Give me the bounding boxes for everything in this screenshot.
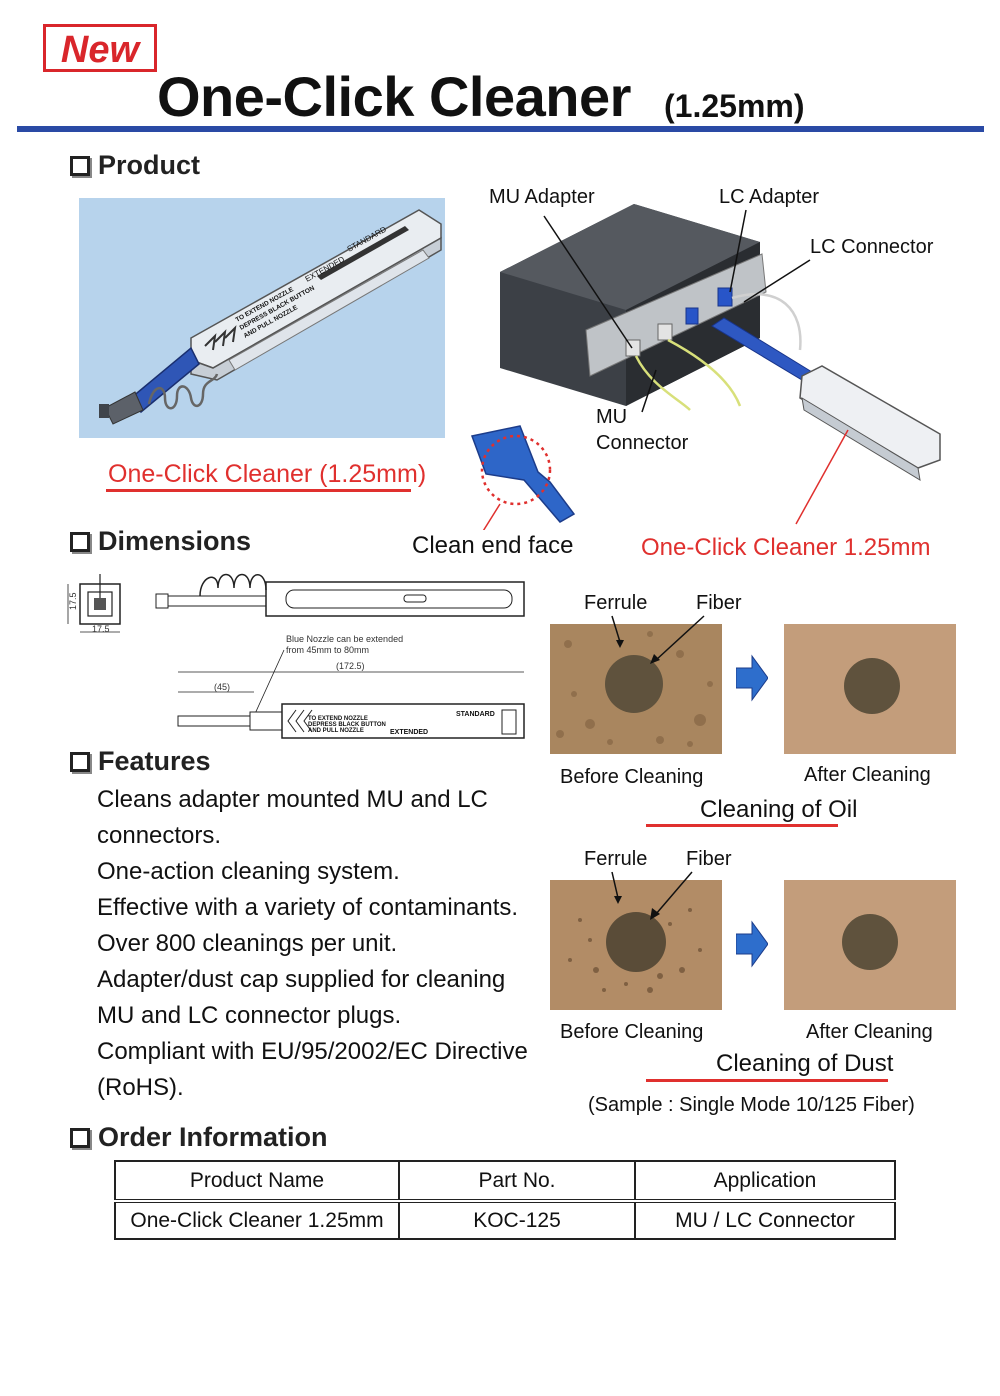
dimension-drawing: 17.5 17.5 Blue Nozzle can be extended fr… [67,573,525,739]
product-caption: One-Click Cleaner (1.25mm) [108,460,427,488]
oil-label-after: After Cleaning [804,764,931,786]
label-lc-adapter: LC Adapter [719,186,820,208]
label-mu-connector-line2: Connector [596,432,689,454]
dim-width-label: 17.5 [92,624,110,634]
section-heading-order-text: Order Information [98,1122,328,1152]
column-header-application: Application [634,1161,895,1203]
oil-leader-lines [611,615,705,664]
dim-height-label: 17.5 [68,592,78,610]
oil-label-fiber: Fiber [696,592,742,614]
oil-after-photo [784,624,956,754]
label-lc-connector: LC Connector [810,236,934,258]
section-heading-product-text: Product [98,150,201,180]
section-heading-dimensions: Dimensions [70,526,251,557]
dust-arrow-icon [735,920,769,973]
oil-before-photo [550,624,722,754]
dust-after-photo [784,880,956,1010]
table-row: One-Click Cleaner 1.25mm KOC-125 MU / LC… [115,1201,895,1239]
label-cleaner-callout: One-Click Cleaner 1.25mm [641,534,931,561]
dim-note-line1: Blue Nozzle can be extended [286,634,403,644]
page-title-size: (1.25mm) [664,88,805,124]
dust-leader-lines [611,871,693,920]
label-mu-adapter: MU Adapter [489,186,595,208]
product-caption-underline [106,489,411,492]
dust-label-ferrule: Ferrule [584,848,648,870]
order-table: Product Name Part No. Application One-Cl… [114,1160,896,1240]
section-heading-product: Product [70,150,200,181]
checkbox-bullet-icon [70,1127,90,1148]
oil-label-ferrule: Ferrule [584,592,648,614]
oil-title-underline [646,824,838,827]
dim-note-line2: from 45mm to 80mm [286,645,369,655]
feature-line: One-action cleaning system. [97,858,400,885]
dust-label-after: After Cleaning [806,1021,933,1043]
section-heading-dimensions-text: Dimensions [98,526,252,556]
feature-line: (RoHS). [97,1074,184,1101]
column-header-product-name: Product Name [115,1161,399,1203]
cell-product-name: One-Click Cleaner 1.25mm [130,1208,384,1232]
feature-line: Compliant with EU/95/2002/EC Directive [97,1038,528,1065]
checkbox-bullet-icon [70,751,90,772]
table-header-row: Product Name Part No. Application [115,1161,895,1203]
dim-marking-line3: AND PULL NOZZLE [308,728,364,734]
column-header-part-no: Part No. [398,1161,635,1203]
section-heading-features-text: Features [98,746,211,776]
product-photo: STANDARD EXTENDED TO EXTEND NOZZLE DEPRE… [79,198,445,438]
feature-line: connectors. [97,822,222,849]
adapter-diagram [470,204,941,530]
checkbox-bullet-icon [70,531,90,552]
oil-title: Cleaning of Oil [700,796,858,823]
dust-label-fiber: Fiber [686,848,732,870]
feature-line: Adapter/dust cap supplied for cleaning [97,966,506,993]
dust-title-underline [646,1079,888,1082]
sample-note: (Sample : Single Mode 10/125 Fiber) [588,1094,915,1116]
dim-total-length: (172.5) [336,661,365,671]
cell-part-no: KOC-125 [398,1201,635,1239]
oil-arrow-icon [735,654,769,707]
cell-application: MU / LC Connector [634,1201,895,1239]
dim-marking-standard: STANDARD [456,711,495,718]
new-badge: New [43,24,157,72]
feature-line: Over 800 cleanings per unit. [97,930,398,957]
dim-marking-line2: DEPRESS BLACK BUTTON [308,722,386,728]
dust-label-before: Before Cleaning [560,1021,704,1043]
oil-label-before: Before Cleaning [560,766,704,788]
new-badge-text: New [60,29,140,71]
feature-line: Effective with a variety of contaminants… [97,894,519,921]
feature-line: Cleans adapter mounted MU and LC [97,786,488,813]
features-list: Cleans adapter mounted MU and LC connect… [97,782,557,1106]
title-divider [17,126,984,132]
section-heading-order: Order Information [70,1122,328,1153]
dust-before-photo [550,880,722,1010]
page-title: One-Click Cleaner [157,65,631,128]
checkbox-bullet-icon [70,155,90,176]
feature-line: MU and LC connector plugs. [97,1002,402,1029]
cleaner-illustration: STANDARD EXTENDED TO EXTEND NOZZLE DEPRE… [99,209,442,425]
dim-marking-line1: TO EXTEND NOZZLE [308,716,368,722]
section-heading-features: Features [70,746,211,777]
dust-title: Cleaning of Dust [716,1050,894,1077]
dim-marking-extended: EXTENDED [390,729,428,736]
label-clean-end-face: Clean end face [412,532,574,559]
label-mu-connector-line1: MU [596,406,628,428]
dim-nozzle-length: (45) [214,682,230,692]
